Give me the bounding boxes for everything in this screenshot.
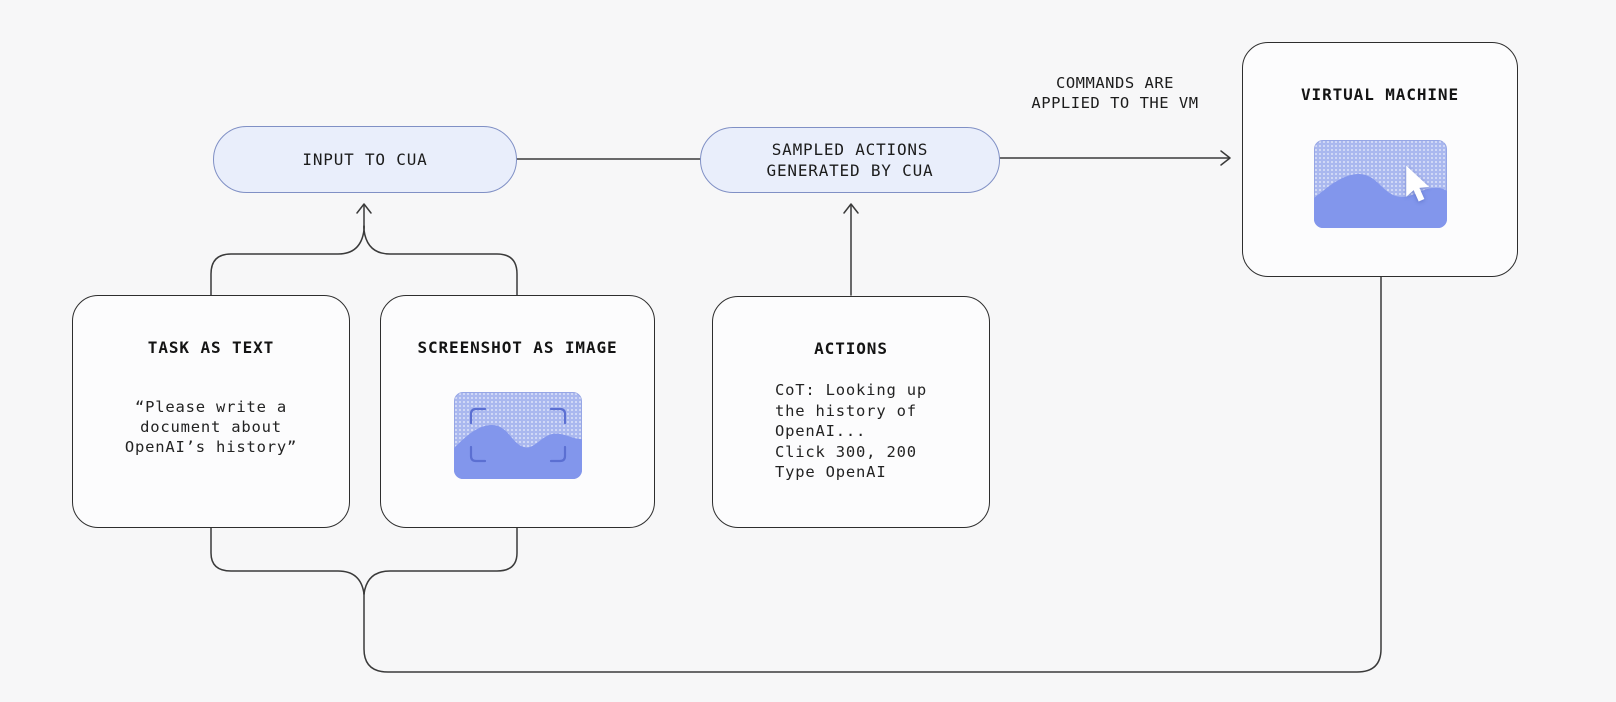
actions-body-text: CoT: Looking up the history of OpenAI...… (775, 381, 927, 481)
arrowhead-to-vm (1220, 150, 1231, 166)
vm-screen-icon (1313, 140, 1447, 228)
screenshot-title: SCREENSHOT AS IMAGE (417, 338, 618, 357)
screenshot-image-icon (453, 392, 582, 479)
arrowhead-to-input (356, 203, 372, 214)
node-sampled-actions: SAMPLED ACTIONS GENERATED BY CUA (700, 127, 1000, 193)
node-input-to-cua: INPUT TO CUA (213, 126, 517, 193)
node-task-as-text: TASK AS TEXT “Please write a document ab… (72, 295, 350, 528)
viewfinder-brackets-icon (469, 407, 566, 463)
task-body-text: “Please write a document about OpenAI’s … (124, 398, 298, 456)
commands-applied-label: COMMANDS ARE APPLIED TO THE VM (1031, 74, 1199, 112)
feedback-loop-line (363, 276, 1382, 673)
cursor-icon (1405, 165, 1429, 202)
node-virtual-machine: VIRTUAL MACHINE (1242, 42, 1518, 277)
node-actions: ACTIONS CoT: Looking up the history of O… (712, 296, 990, 528)
brace-merge-right (363, 225, 518, 296)
brace-split-right (363, 527, 518, 595)
wave-shape-icon (1313, 174, 1447, 228)
brace-split-left (210, 527, 365, 595)
vm-title: VIRTUAL MACHINE (1301, 85, 1459, 104)
wave-shape-icon (453, 425, 582, 479)
brace-merge-left (210, 225, 365, 296)
sampled-pill-label: SAMPLED ACTIONS GENERATED BY CUA (766, 140, 934, 180)
arrowhead-to-sampled (843, 203, 859, 214)
input-pill-label: INPUT TO CUA (302, 150, 428, 169)
node-screenshot-as-image: SCREENSHOT AS IMAGE (380, 295, 655, 528)
task-title: TASK AS TEXT (147, 338, 275, 357)
actions-title: ACTIONS (814, 339, 888, 358)
